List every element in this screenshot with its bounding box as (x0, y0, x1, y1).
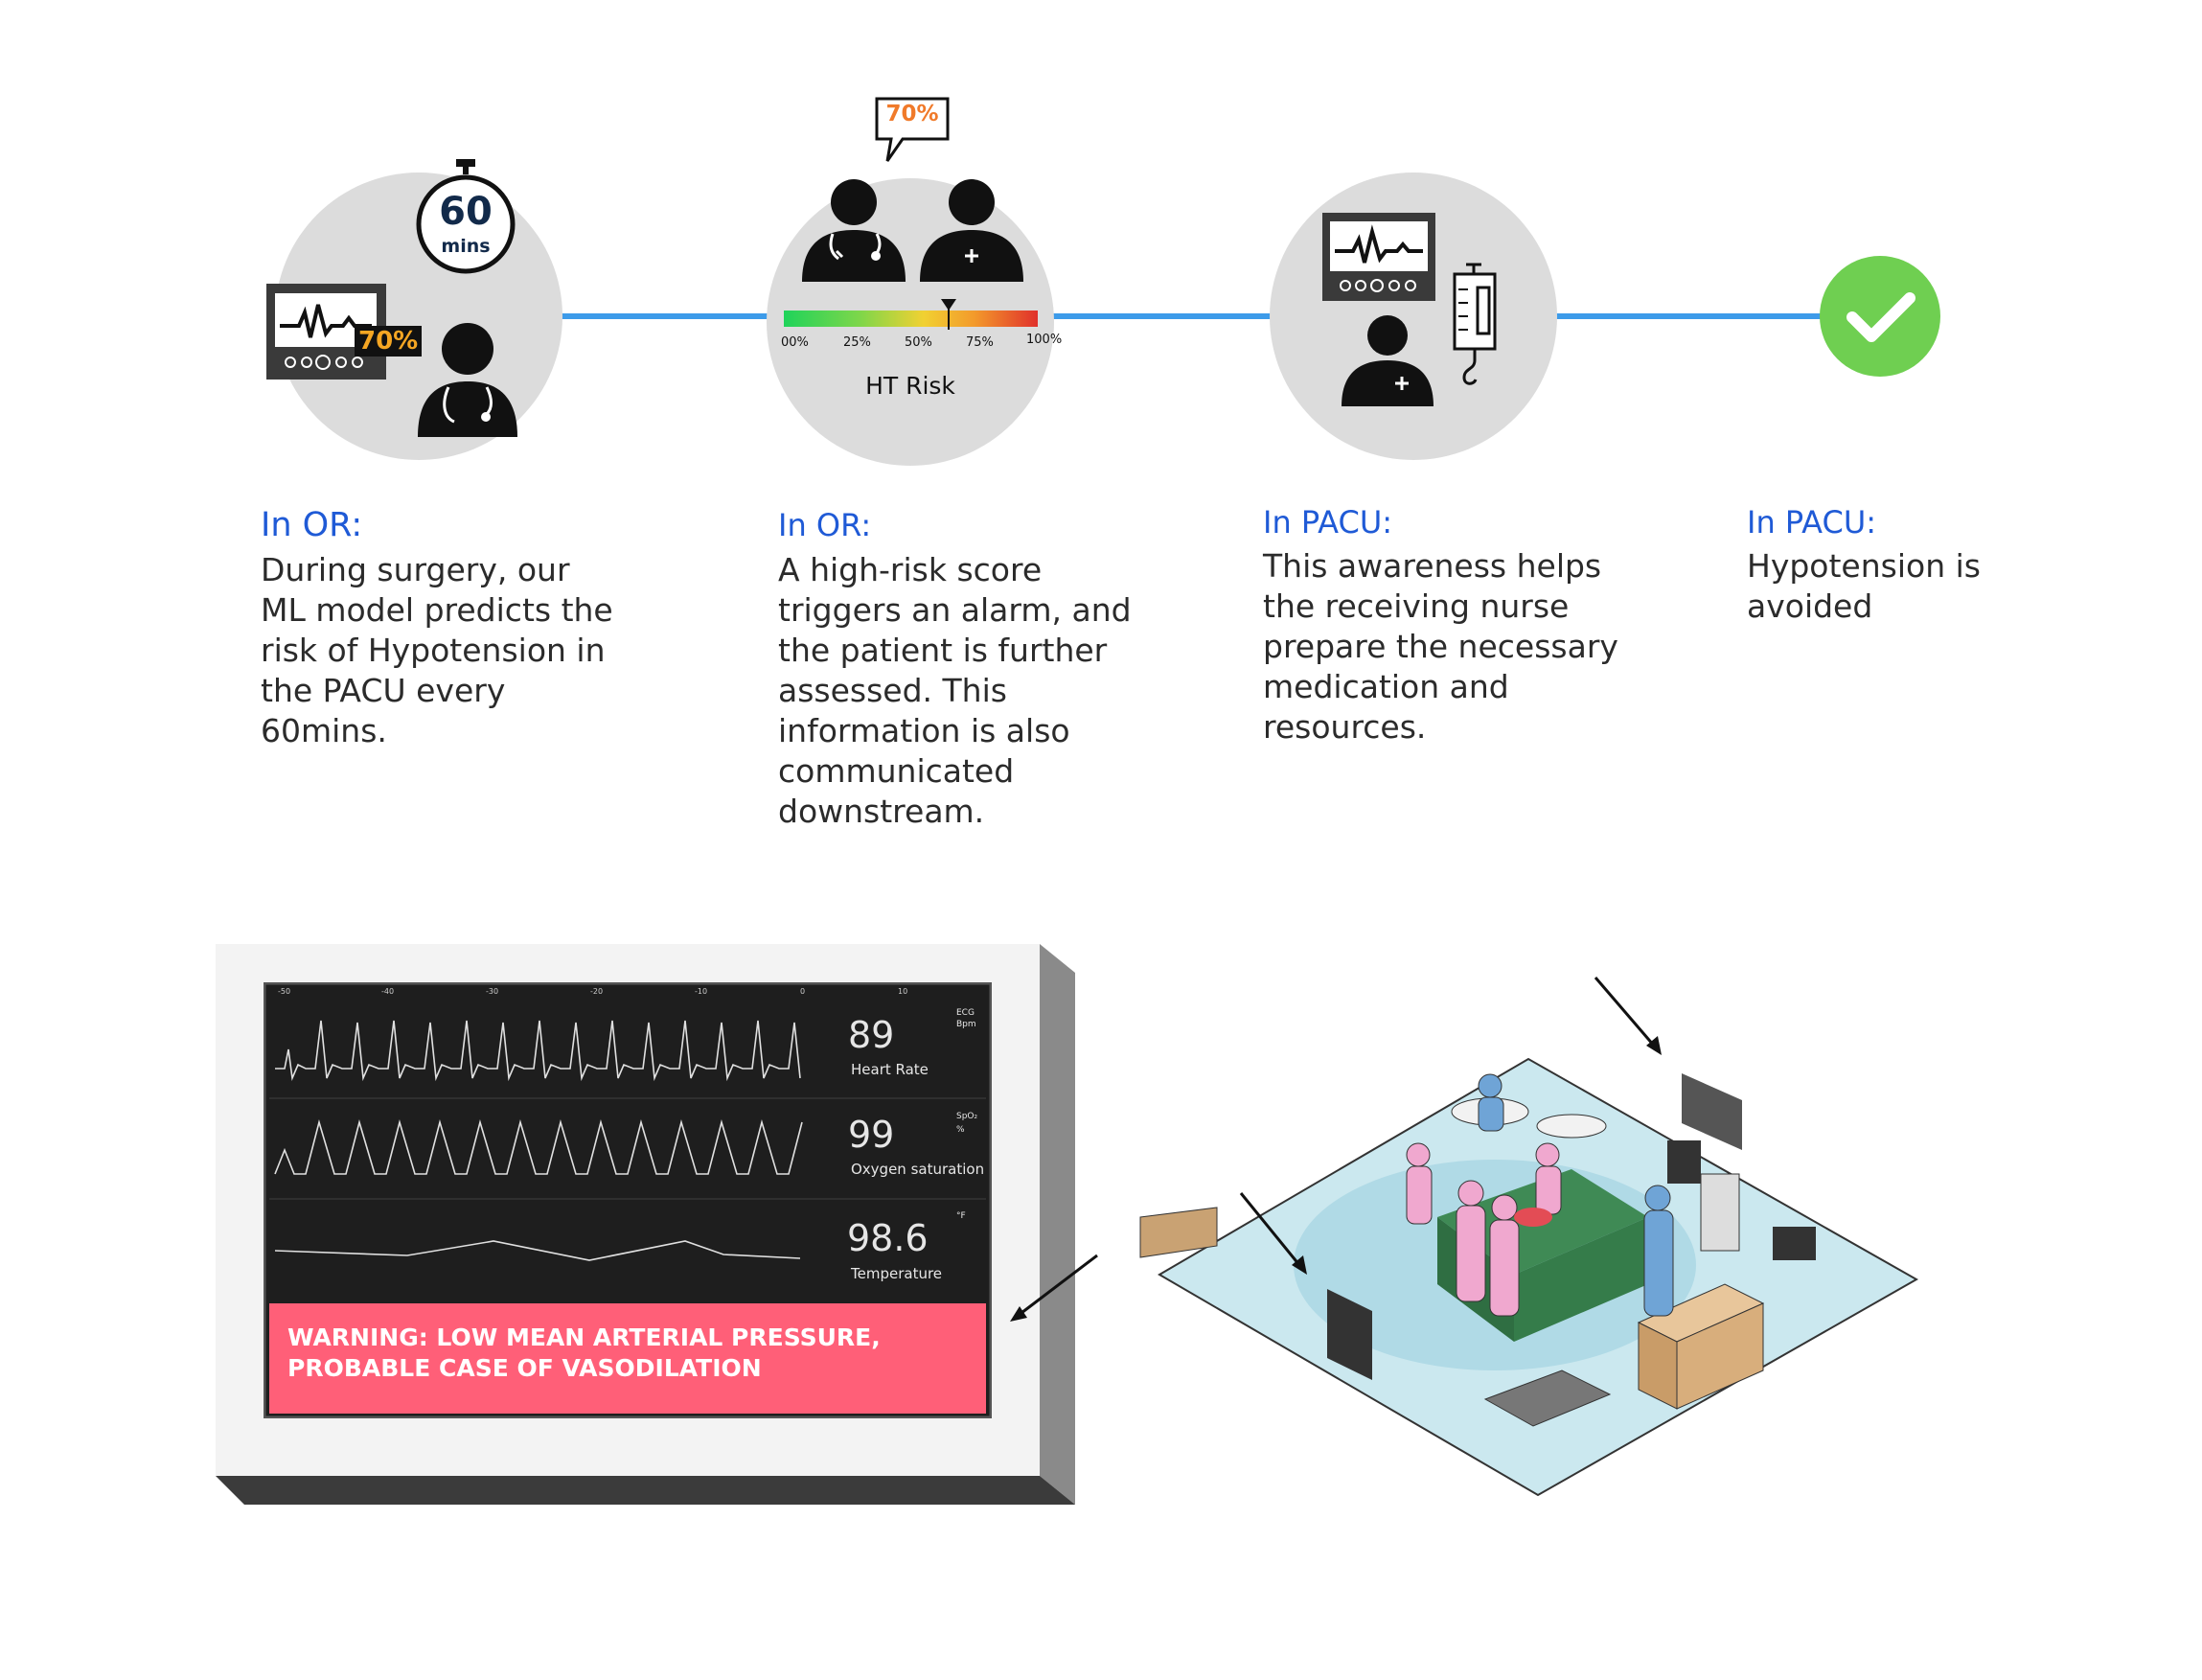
axis-tick: -50 (278, 987, 291, 996)
step-1-line: ML model predicts the (261, 591, 613, 629)
oxygen-saturation-label: Oxygen saturation (851, 1161, 985, 1178)
risk-tick-75: 75% (966, 335, 994, 350)
risk-tick-0: 00% (781, 335, 809, 350)
step-3-line: resources. (1263, 708, 1427, 746)
step-2-line: information is also (778, 712, 1070, 749)
speech-bubble-icon (875, 97, 950, 162)
stopwatch-icon (416, 159, 516, 274)
step-2-description: A high-risk score triggers an alarm, and… (778, 550, 1132, 832)
nurse-icon (1342, 315, 1434, 406)
step-3-heading: In PACU: (1263, 504, 1393, 541)
risk-gradient-bar (784, 311, 1038, 327)
step-2-line: the patient is further (778, 632, 1108, 669)
risk-tick-25: 25% (843, 335, 871, 350)
step-2-line: assessed. This (778, 672, 1007, 709)
risk-tick-100: 100% (1026, 333, 1063, 347)
heart-rate-value: 89 (848, 1014, 895, 1056)
oxygen-saturation-value: 99 (848, 1114, 895, 1156)
warning-line: WARNING: LOW MEAN ARTERIAL PRESSURE, (287, 1323, 881, 1351)
step-1-description: During surgery, our ML model predicts th… (261, 550, 613, 751)
doctor-icon (418, 323, 517, 437)
oxygen-saturation-unit: SpO₂ (956, 1112, 978, 1121)
step-4-description: Hypotension is avoided (1747, 546, 1981, 627)
axis-tick: -10 (695, 987, 708, 996)
iv-bag-icon (1453, 263, 1497, 385)
timeline-connector-1 (561, 313, 781, 319)
doctor-icon (802, 179, 906, 282)
axis-tick: 0 (800, 987, 806, 996)
axis-tick: -40 (381, 987, 395, 996)
heart-rate-label: Heart Rate (851, 1061, 929, 1078)
timeline-connector-3 (1554, 313, 1827, 319)
step-1-line: the PACU every (261, 672, 506, 709)
risk-pointer-icon (941, 299, 957, 330)
axis-tick: 10 (898, 987, 908, 996)
step-3-line: medication and (1263, 668, 1509, 705)
step-2-line: communicated (778, 752, 1015, 790)
monitor-risk-badge: 70% (355, 326, 423, 357)
step-3-line: the receiving nurse (1263, 587, 1570, 625)
temperature-label: Temperature (851, 1265, 943, 1282)
step-3-line: prepare the necessary (1263, 628, 1618, 665)
step-1-line: risk of Hypotension in (261, 632, 606, 669)
pointer-arrow-icon (1239, 1192, 1307, 1275)
step-4-heading: In PACU: (1747, 504, 1877, 541)
temperature-unit: °F (956, 1211, 966, 1221)
checkmark-icon (1820, 256, 1940, 377)
step-4-line: avoided (1747, 587, 1873, 625)
timeline-connector-2 (1049, 313, 1274, 319)
vitals-screen (264, 982, 992, 1418)
axis-tick: -30 (486, 987, 499, 996)
step-2-line: A high-risk score (778, 551, 1043, 588)
vital-monitor-icon (1322, 213, 1435, 301)
warning-line: PROBABLE CASE OF VASODILATION (287, 1354, 762, 1382)
heart-rate-unit: ECG (956, 1008, 975, 1018)
speech-bubble-value: 70% (885, 102, 939, 127)
risk-tick-50: 50% (905, 335, 932, 350)
timer-value: 60 (439, 190, 493, 234)
step-3-line: This awareness helps (1263, 547, 1602, 585)
step-2-line: triggers an alarm, and (778, 591, 1132, 629)
step-4-line: Hypotension is (1747, 547, 1981, 585)
step-3-description: This awareness helps the receiving nurse… (1263, 546, 1618, 748)
risk-scale-label: HT Risk (865, 372, 955, 400)
axis-tick: -20 (590, 987, 604, 996)
operating-room-illustration (1139, 1057, 1919, 1497)
step-2-heading: In OR: (778, 507, 872, 543)
nurse-icon (920, 179, 1023, 282)
step-2-line: downstream. (778, 793, 985, 830)
timer-unit: mins (441, 236, 491, 257)
step-1-line: 60mins. (261, 712, 387, 749)
heart-rate-unit-secondary: Bpm (956, 1020, 976, 1029)
warning-banner: WARNING: LOW MEAN ARTERIAL PRESSURE, PRO… (287, 1323, 881, 1384)
pointer-arrow-icon (1594, 977, 1662, 1055)
pointer-arrow-icon (1010, 1254, 1098, 1322)
step-1-line: During surgery, our (261, 551, 570, 588)
step-1-heading: In OR: (261, 506, 363, 544)
temperature-value: 98.6 (847, 1217, 929, 1259)
oxygen-saturation-unit-secondary: % (956, 1125, 965, 1135)
